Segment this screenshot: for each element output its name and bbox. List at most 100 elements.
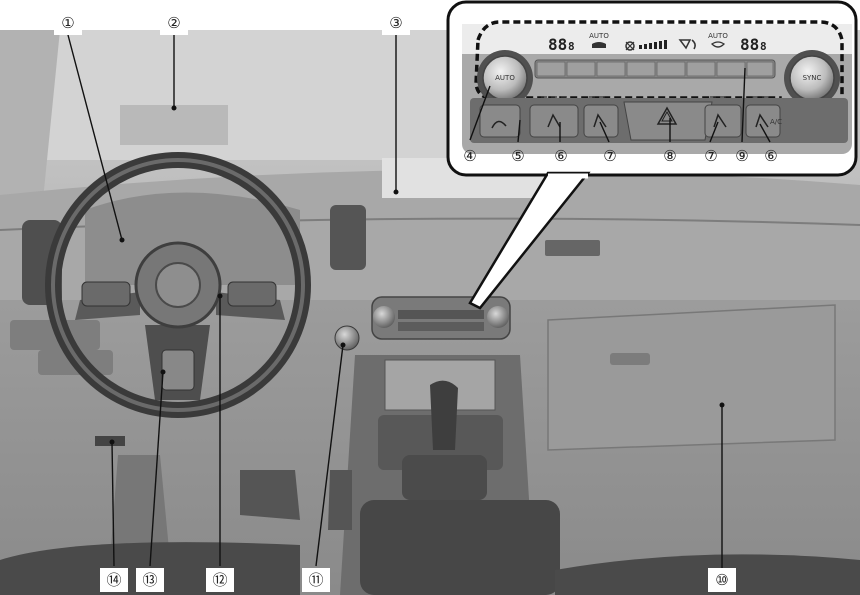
hazard-icon xyxy=(656,106,678,125)
callout-labels: ① ② ③ ④ ⑤ ⑥ ⑦ ⑧ ⑦ ⑨ ⑥ ⑩ ⑪ ⑫ ⑬ ⑭ xyxy=(54,11,778,592)
defrost-mode-icon xyxy=(678,39,692,50)
left-knob-label: AUTO xyxy=(495,74,515,82)
leader-11 xyxy=(315,344,344,567)
dot-10 xyxy=(719,402,725,408)
climate-display-strip xyxy=(462,24,852,54)
callout-2: ② xyxy=(167,14,180,32)
leader-9 xyxy=(741,67,746,143)
callout-12: ⑫ xyxy=(212,571,227,589)
gear-shifter xyxy=(430,380,458,450)
climate-buttons-small-lower xyxy=(398,322,484,331)
button-upper-8 xyxy=(746,61,774,77)
dot-12 xyxy=(217,293,223,299)
instrument-cluster xyxy=(85,192,300,285)
callout-7b: ⑦ xyxy=(704,147,717,165)
dot-1 xyxy=(119,237,125,243)
airflow-mode-icon xyxy=(691,39,696,50)
climate-inset: 88 8 AUTO AUTO 88 8 xyxy=(446,0,858,310)
callout-1: ① xyxy=(61,14,74,32)
climate-knob-right-small xyxy=(487,306,509,328)
leader-5 xyxy=(517,119,521,143)
fan-icon xyxy=(625,41,635,51)
callout-6a: ⑥ xyxy=(554,147,567,165)
shifter-base xyxy=(402,455,487,500)
wheel-switches-left xyxy=(81,281,131,307)
leader-7b xyxy=(709,121,719,143)
paddle-lever xyxy=(161,349,195,391)
leader-13 xyxy=(149,371,164,567)
button-seat-vent-right xyxy=(704,104,742,138)
leader-1 xyxy=(67,34,123,241)
steering-heat-icon xyxy=(491,120,507,129)
leader-14 xyxy=(111,441,115,567)
dot-14 xyxy=(109,439,115,445)
dot-11 xyxy=(340,342,346,348)
right-knob-label: SYNC xyxy=(803,74,822,82)
right-temp: 88 xyxy=(740,35,759,54)
airflow-icon xyxy=(592,42,606,48)
button-upper-6 xyxy=(686,61,716,77)
seat-vent-icon-left xyxy=(593,113,607,128)
label-bg-14 xyxy=(100,568,128,592)
recirc-icon xyxy=(710,41,726,48)
callout-10: ⑩ xyxy=(715,571,728,589)
callout-14: ⑭ xyxy=(106,571,121,589)
button-seat-heat-right xyxy=(745,104,781,138)
button-upper-1 xyxy=(536,61,566,77)
label-bg-3 xyxy=(382,11,410,35)
button-upper-3 xyxy=(596,61,626,77)
leader-4 xyxy=(469,85,491,141)
callout-4: ④ xyxy=(463,147,476,165)
leader-lines xyxy=(67,34,771,570)
callout-11: ⑪ xyxy=(308,571,323,589)
label-bg-1 xyxy=(54,11,82,35)
label-bg-10 xyxy=(708,568,736,592)
seat-heat-icon-right xyxy=(755,113,769,128)
climate-knob-left-small xyxy=(373,306,395,328)
passenger-seat xyxy=(555,554,860,595)
brake-pedal xyxy=(240,470,300,520)
callout-13: ⑬ xyxy=(142,571,157,589)
left-temp-decimal: 8 xyxy=(568,40,575,53)
button-seat-heat-left xyxy=(529,104,579,138)
steering-wheel-rim-highlight xyxy=(51,158,305,412)
steering-emblem xyxy=(155,262,201,308)
ac-label: A/C xyxy=(770,118,782,126)
auto-fan-label: AUTO xyxy=(589,32,609,40)
inset-pointer xyxy=(468,171,591,310)
dot-3 xyxy=(393,189,399,195)
auto-recirc-label: AUTO xyxy=(708,32,728,40)
button-upper-5 xyxy=(656,61,686,77)
callout-8: ⑧ xyxy=(663,147,676,165)
hazard-icon-inner xyxy=(661,110,673,122)
glovebox xyxy=(547,304,836,451)
callout-9: ⑨ xyxy=(735,147,748,165)
accelerator-pedal xyxy=(328,470,352,530)
callout-7a: ⑦ xyxy=(603,147,616,165)
label-bg-13 xyxy=(136,568,164,592)
label-bg-2 xyxy=(160,11,188,35)
wheel-switches-right xyxy=(227,281,277,307)
label-bg-11 xyxy=(302,568,330,592)
windshield xyxy=(40,30,450,160)
button-seat-vent-left xyxy=(583,104,619,138)
seat-vent-icon-right xyxy=(713,113,727,128)
head-up-display-area xyxy=(120,105,228,145)
dot-13 xyxy=(160,369,166,375)
armrest xyxy=(360,500,560,595)
leader-6b xyxy=(759,123,771,143)
button-upper-7 xyxy=(716,61,746,77)
callout-5: ⑤ xyxy=(511,147,524,165)
seat-heat-icon-left xyxy=(547,113,561,128)
center-vent xyxy=(545,240,600,256)
left-temp: 88 xyxy=(548,35,567,54)
fan-speed-bars xyxy=(639,40,667,49)
button-upper-2 xyxy=(566,61,596,77)
glovebox-handle xyxy=(610,353,650,365)
right-temp-decimal: 8 xyxy=(760,40,767,53)
callout-6b: ⑥ xyxy=(764,147,777,165)
callout-3: ③ xyxy=(389,14,402,32)
dot-2 xyxy=(171,105,177,111)
leader-7a xyxy=(599,121,610,143)
